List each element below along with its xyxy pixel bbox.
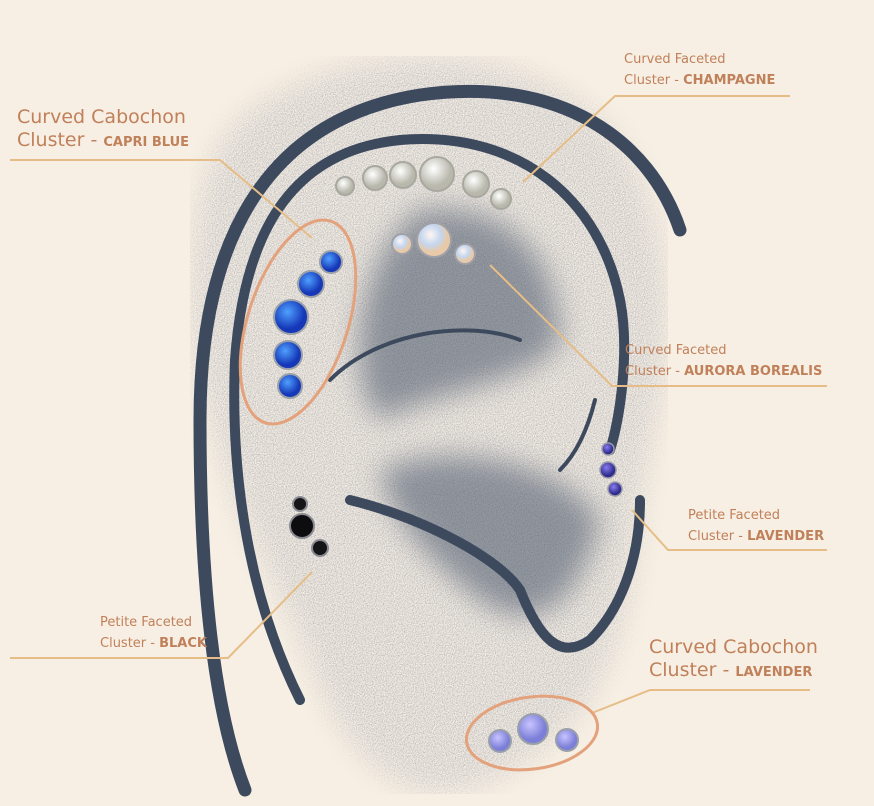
label-line2: Cluster - CHAMPAGNE <box>624 70 775 91</box>
label-prefix: Cluster - <box>649 658 736 681</box>
label-line2: Cluster - CAPRI BLUE <box>17 129 189 152</box>
label-variant: LAVENDER <box>747 529 825 544</box>
label-line1: Petite Faceted <box>100 615 193 630</box>
label-line1: Curved Cabochon <box>649 636 818 658</box>
label-line2: Cluster - LAVENDER <box>649 659 818 682</box>
lavender-petite-cluster <box>599 442 623 497</box>
ear-inner-shading <box>359 209 600 616</box>
label-prefix: Cluster - <box>100 636 160 651</box>
label-variant: BLACK <box>159 636 207 651</box>
label-champagne: Curved Faceted Cluster - CHAMPAGNE <box>624 49 775 91</box>
label-prefix: Cluster - <box>688 529 748 544</box>
label-line2: Cluster - AURORA BOREALIS <box>625 361 822 382</box>
label-prefix: Cluster - <box>625 364 685 379</box>
label-prefix: Cluster - <box>624 73 684 88</box>
champagne-cluster <box>335 156 512 210</box>
label-line2: Cluster - BLACK <box>100 633 207 654</box>
label-line1: Curved Faceted <box>624 52 726 67</box>
label-black: Petite Faceted Cluster - BLACK <box>100 612 207 654</box>
highlight-rings <box>238 218 600 772</box>
capri-blue-cluster <box>273 250 343 399</box>
label-variant: AURORA BOREALIS <box>684 364 823 379</box>
label-prefix: Cluster - <box>17 128 104 151</box>
label-line2: Cluster - LAVENDER <box>688 526 824 547</box>
label-lavender-cabochon: Curved Cabochon Cluster - LAVENDER <box>649 636 818 682</box>
label-line1: Curved Cabochon <box>17 106 186 128</box>
label-line1: Curved Faceted <box>625 343 727 358</box>
label-variant: CHAMPAGNE <box>683 73 776 88</box>
black-petite-cluster <box>289 496 329 557</box>
leader-lines <box>10 95 827 714</box>
label-aurora-borealis: Curved Faceted Cluster - AURORA BOREALIS <box>625 340 822 382</box>
aurora-borealis-cluster <box>391 222 476 265</box>
ear-outline <box>193 84 687 797</box>
label-variant: CAPRI BLUE <box>103 134 190 150</box>
label-variant: LAVENDER <box>735 664 813 680</box>
label-capri-blue: Curved Cabochon Cluster - CAPRI BLUE <box>17 106 189 152</box>
label-line1: Petite Faceted <box>688 508 781 523</box>
label-lavender-petite: Petite Faceted Cluster - LAVENDER <box>688 505 824 547</box>
lavender-cabochon-cluster <box>488 713 579 753</box>
